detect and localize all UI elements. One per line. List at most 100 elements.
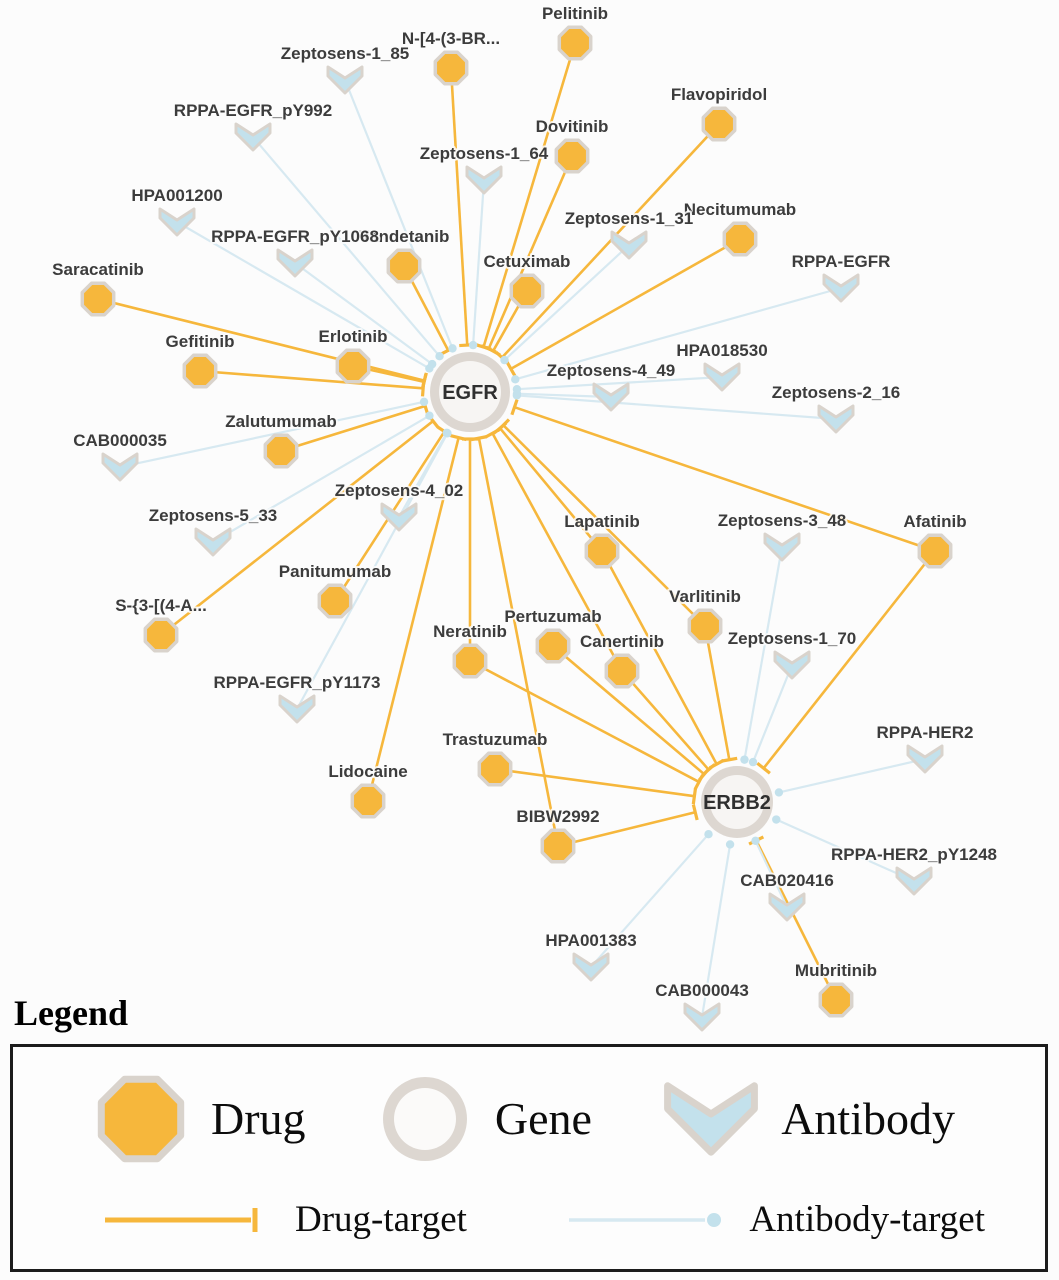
edge-varlitinib-erbb2 <box>703 625 738 763</box>
node-label-zeptosens-4-02: Zeptosens-4_02 <box>335 481 464 500</box>
gene-node-erbb2[interactable]: ERBB2 <box>701 766 773 838</box>
legend-title: Legend <box>14 993 129 1033</box>
gene-label-erbb2: ERBB2 <box>703 792 771 814</box>
antibody-node-zeptosens-4-49[interactable] <box>592 382 630 412</box>
edge-zeptosens-3-48-erbb2 <box>740 546 784 764</box>
antibody-node-zeptosens-2-16[interactable] <box>817 404 855 434</box>
node-label-dovitinib: Dovitinib <box>536 117 609 136</box>
drug-node-dovitinib[interactable] <box>554 138 590 174</box>
drug-target-edge-icon <box>105 1207 258 1232</box>
gene-node-icon <box>382 1076 467 1161</box>
antibody-node-rppa-egfr-py1068[interactable] <box>276 248 314 278</box>
legend-item-drug: Drug <box>93 1071 306 1167</box>
drug-node-bibw2992[interactable] <box>540 828 576 864</box>
node-label-lidocaine: Lidocaine <box>328 762 407 781</box>
antibody-node-hpa001383[interactable] <box>572 952 610 982</box>
node-label-zeptosens-1-64: Zeptosens-1_64 <box>420 144 549 163</box>
antibody-node-rppa-her2-py1248[interactable] <box>895 866 933 896</box>
legend-label-drug: Drug <box>211 1093 306 1145</box>
drug-node-panitumumab[interactable] <box>317 583 353 619</box>
antibody-node-rppa-her2[interactable] <box>906 744 944 774</box>
drug-node-cetuximab[interactable] <box>509 273 545 309</box>
antibody-node-zeptosens-1-85[interactable] <box>326 65 364 95</box>
antibody-node-hpa001200[interactable] <box>158 207 196 237</box>
legend-label-antibody-target: Antibody-target <box>749 1199 985 1241</box>
legend-item-drug-target: Drug-target <box>103 1198 467 1241</box>
node-label-varlitinib: Varlitinib <box>669 587 741 606</box>
node-label-zeptosens-3-48: Zeptosens-3_48 <box>718 511 847 530</box>
edge-lapatinib-egfr <box>492 421 604 552</box>
drug-node-lapatinib[interactable] <box>584 533 620 569</box>
edge-zeptosens-1-31-egfr <box>500 244 630 365</box>
drug-node-neratinib[interactable] <box>452 643 488 679</box>
drug-node-vandetanib[interactable] <box>386 248 422 284</box>
drug-node-flavopiridol[interactable] <box>701 106 737 142</box>
node-label-gefitinib: Gefitinib <box>166 332 235 351</box>
antibody-node-rppa-egfr-py1173[interactable] <box>278 694 316 724</box>
drug-node-canertinib[interactable] <box>604 653 640 689</box>
edge-necitumumab-egfr <box>505 237 741 377</box>
edge-varlitinib-egfr <box>496 418 706 627</box>
drug-node-trastuzumab[interactable] <box>477 751 513 787</box>
drug-node-afatinib[interactable] <box>917 533 953 569</box>
drug-node-lidocaine[interactable] <box>350 783 386 819</box>
antibody-node-cab020416[interactable] <box>768 892 806 922</box>
gene-node-egfr[interactable]: EGFR <box>430 352 510 432</box>
node-label-erlotinib: Erlotinib <box>319 327 388 346</box>
node-label-rppa-her2-py1248: RPPA-HER2_pY1248 <box>831 845 997 864</box>
node-label-zeptosens-4-49: Zeptosens-4_49 <box>547 361 676 380</box>
drug-node-mubritinib[interactable] <box>818 982 854 1018</box>
node-label-zeptosens-2-16: Zeptosens-2_16 <box>772 383 901 402</box>
edge-zeptosens-2-16-egfr <box>512 391 837 421</box>
drug-node-varlitinib[interactable] <box>687 608 723 644</box>
antibody-node-zeptosens-3-48[interactable] <box>763 532 801 562</box>
node-label-pelitinib: Pelitinib <box>542 4 608 23</box>
node-label-panitumumab: Panitumumab <box>279 562 391 581</box>
node-label-n4-3br: N-[4-(3-BR... <box>402 29 500 48</box>
drug-node-s3-4a[interactable] <box>143 617 179 653</box>
legend-node-types-row: Drug Gene Antibody <box>43 1071 1015 1167</box>
antibody-node-zeptosens-5-33[interactable] <box>194 527 232 557</box>
edge-cab000043-erbb2 <box>700 840 735 1018</box>
drug-node-zalutumumab[interactable] <box>263 433 299 469</box>
node-label-neratinib: Neratinib <box>433 622 507 641</box>
edge-rppa-her2-erbb2 <box>774 757 926 797</box>
node-label-rppa-her2: RPPA-HER2 <box>877 723 974 742</box>
antibody-node-zeptosens-4-02[interactable] <box>380 502 418 532</box>
antibody-node-zeptosens-1-31[interactable] <box>610 230 648 260</box>
drug-node-erlotinib[interactable] <box>335 348 371 384</box>
edge-rppa-egfr-py1068-egfr <box>294 262 437 369</box>
drug-node-n4-3br[interactable] <box>433 50 469 86</box>
node-label-canertinib: Canertinib <box>580 632 664 651</box>
edge-hpa001383-erbb2 <box>590 830 713 968</box>
drug-node-pelitinib[interactable] <box>557 25 593 61</box>
drug-node-gefitinib[interactable] <box>182 353 218 389</box>
edge-zeptosens-1-70-erbb2 <box>748 664 794 767</box>
antibody-node-zeptosens-1-64[interactable] <box>465 165 503 195</box>
node-label-hpa001383: HPA001383 <box>545 931 636 950</box>
antibody-node-zeptosens-1-70[interactable] <box>773 650 811 680</box>
node-label-hpa001200: HPA001200 <box>131 186 222 205</box>
drug-node-saracatinib[interactable] <box>80 281 116 317</box>
antibody-node-rppa-egfr[interactable] <box>822 273 860 303</box>
edge-bibw2992-erbb2 <box>557 804 699 848</box>
legend-label-gene: Gene <box>494 1093 592 1145</box>
antibody-node-cab000035[interactable] <box>101 452 139 482</box>
legend-item-gene: Gene <box>377 1071 592 1167</box>
node-label-lapatinib: Lapatinib <box>564 512 640 531</box>
edge-rppa-egfr-py1173-egfr <box>296 429 452 710</box>
antibody-node-cab000043[interactable] <box>683 1002 721 1032</box>
node-label-zeptosens-1-31: Zeptosens-1_31 <box>565 209 694 228</box>
node-label-flavopiridol: Flavopiridol <box>671 85 767 104</box>
gene-label-egfr: EGFR <box>442 382 498 404</box>
legend-item-antibody: Antibody <box>663 1077 955 1161</box>
drug-node-necitumumab[interactable] <box>722 221 758 257</box>
legend-box: Drug Gene Antibody <box>10 1044 1048 1272</box>
node-label-rppa-egfr-py992: RPPA-EGFR_pY992 <box>174 101 332 120</box>
edge-rppa-her2-py1248-erbb2 <box>772 815 915 883</box>
antibody-node-rppa-egfr-py992[interactable] <box>234 122 272 152</box>
antibody-node-hpa018530[interactable] <box>703 362 741 392</box>
drug-node-pertuzumab[interactable] <box>535 628 571 664</box>
